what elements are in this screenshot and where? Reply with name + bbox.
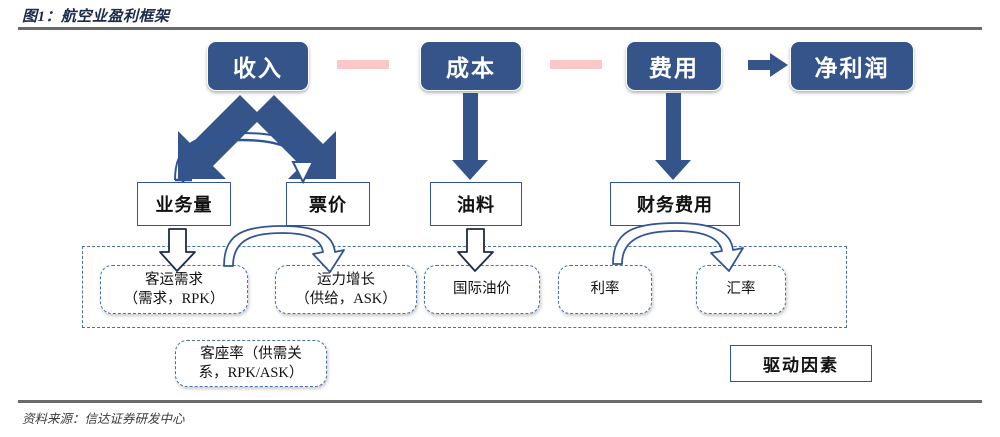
node-finance-expense-label: 财务费用	[637, 195, 713, 215]
arrow-operator-to-net-profit	[748, 53, 788, 77]
edge-revenue-to-volume	[178, 95, 262, 179]
node-capacity-growth-line2: （供给，ASK）	[295, 290, 397, 307]
node-expense[interactable]: 费用	[626, 41, 722, 91]
node-load-factor-line2: 系，RPK/ASK）	[198, 364, 304, 381]
minus-operator-2	[550, 60, 602, 69]
node-intl-oil-price[interactable]: 国际油价	[424, 265, 540, 314]
node-revenue-label: 收入	[233, 55, 283, 81]
node-passenger-demand-line2: （需求，RPK）	[123, 290, 225, 307]
node-interest-rate[interactable]: 利率	[558, 265, 652, 314]
node-passenger-demand-line1: 客运需求	[145, 271, 203, 288]
node-exchange-rate[interactable]: 汇率	[696, 265, 786, 314]
source-note: 资料来源：信达证券研发中心	[22, 412, 185, 426]
edge-revenue-to-ticket-price	[252, 95, 336, 179]
minus-operator-1	[337, 60, 389, 69]
node-fuel-label: 油料	[457, 195, 495, 215]
node-cost[interactable]: 成本	[420, 41, 522, 91]
edge-expense-to-finance-expense	[655, 93, 691, 180]
node-expense-label: 费用	[649, 55, 699, 81]
edge-volume-to-ticket-price	[174, 131, 315, 185]
node-passenger-demand[interactable]: 客运需求 （需求，RPK）	[100, 265, 248, 314]
node-capacity-growth[interactable]: 运力增长 （供给，ASK）	[275, 265, 417, 314]
node-ticket-price-label: 票价	[309, 195, 347, 215]
node-net-profit[interactable]: 净利润	[790, 41, 914, 91]
legend-driver-factors: 驱动因素	[730, 345, 872, 382]
title-divider-top	[18, 27, 982, 30]
node-volume-label: 业务量	[155, 195, 213, 215]
node-cost-label: 成本	[446, 55, 496, 81]
node-load-factor-line1: 客座率（供需关	[200, 345, 302, 362]
node-finance-expense[interactable]: 财务费用	[610, 182, 740, 226]
node-intl-oil-price-label: 国际油价	[453, 281, 511, 298]
node-ticket-price[interactable]: 票价	[286, 182, 370, 226]
edge-cost-to-fuel	[452, 93, 488, 180]
node-net-profit-label: 净利润	[814, 55, 890, 81]
node-interest-rate-label: 利率	[590, 281, 620, 298]
legend-label: 驱动因素	[763, 356, 839, 375]
node-load-factor[interactable]: 客座率（供需关 系，RPK/ASK）	[175, 340, 327, 387]
node-revenue[interactable]: 收入	[207, 41, 309, 91]
node-volume[interactable]: 业务量	[137, 182, 231, 226]
footer-divider	[18, 400, 982, 403]
node-fuel[interactable]: 油料	[430, 182, 522, 226]
node-exchange-rate-label: 汇率	[726, 281, 756, 298]
node-capacity-growth-line1: 运力增长	[317, 271, 375, 288]
page-title: 图1：航空业盈利框架	[22, 9, 170, 25]
